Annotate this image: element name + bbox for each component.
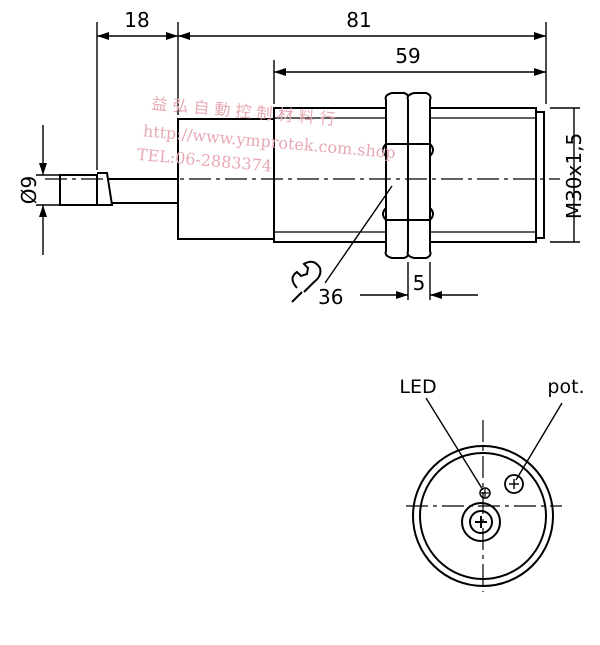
cable-gland (97, 172, 114, 206)
dim-cable-diameter: Ø9 (17, 176, 41, 204)
dim-thread-size: M30x1,5 (562, 133, 586, 219)
center-screw-outer (461, 502, 501, 542)
potentiometer (504, 474, 524, 494)
sensing-face (535, 111, 545, 239)
front-view-leaders (425, 397, 563, 491)
mounting-nut-right (406, 92, 434, 259)
center-screw-inner (469, 510, 493, 534)
led-indicator (479, 487, 491, 499)
front-view-centerlines (406, 420, 562, 592)
dim-thread-length: 59 (395, 44, 420, 68)
mounting-nut-left (382, 92, 412, 259)
wrench-icon (291, 260, 322, 303)
label-led: LED (399, 376, 436, 398)
side-view (59, 92, 545, 259)
dim-nut-thickness: 5 (413, 271, 426, 295)
label-potentiometer: pot. (547, 376, 584, 398)
dim-cable-length: 18 (124, 8, 149, 32)
dim-wrench-size: 36 (318, 285, 343, 309)
dim-overall-length: 81 (346, 8, 371, 32)
dimension-lines (36, 22, 580, 300)
